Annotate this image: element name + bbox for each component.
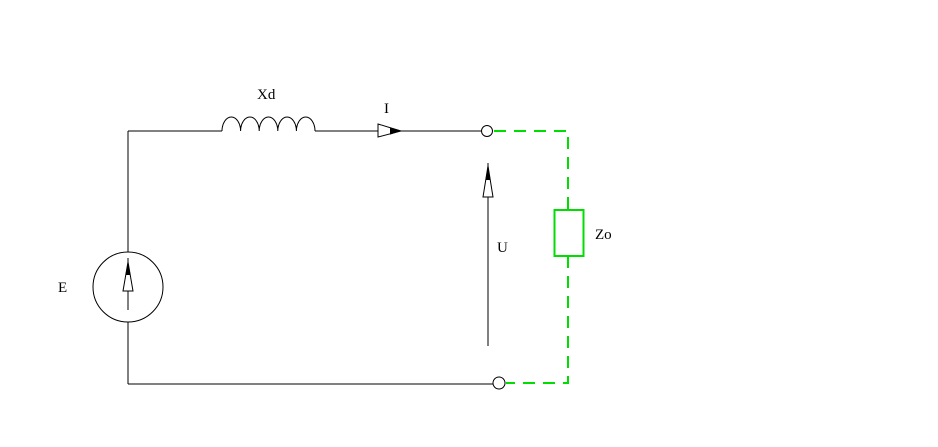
terminal-top-node <box>481 125 493 137</box>
voltage-arrow-icon <box>482 165 494 198</box>
terminal-bottom-node <box>492 376 506 390</box>
load-label: Zo <box>595 227 612 243</box>
current-arrow-tip-icon <box>390 127 401 135</box>
inductor-label: Xd <box>257 87 276 103</box>
load-branch-wire-bottom <box>506 256 569 384</box>
load-branch <box>494 130 585 384</box>
voltage-label: U <box>497 240 508 256</box>
load-branch-wire-top <box>494 130 569 210</box>
main-circuit-wires <box>92 116 506 390</box>
voltage-source-arrow-tip-icon <box>125 262 131 275</box>
voltage-source-arrow-icon <box>122 261 134 292</box>
inductor-coil <box>221 116 316 132</box>
source-label: E <box>58 280 67 296</box>
load-resistor <box>553 209 585 257</box>
current-label: I <box>384 101 389 117</box>
voltage-arrow-tip-icon <box>485 166 491 180</box>
current-arrow-icon <box>377 123 403 138</box>
